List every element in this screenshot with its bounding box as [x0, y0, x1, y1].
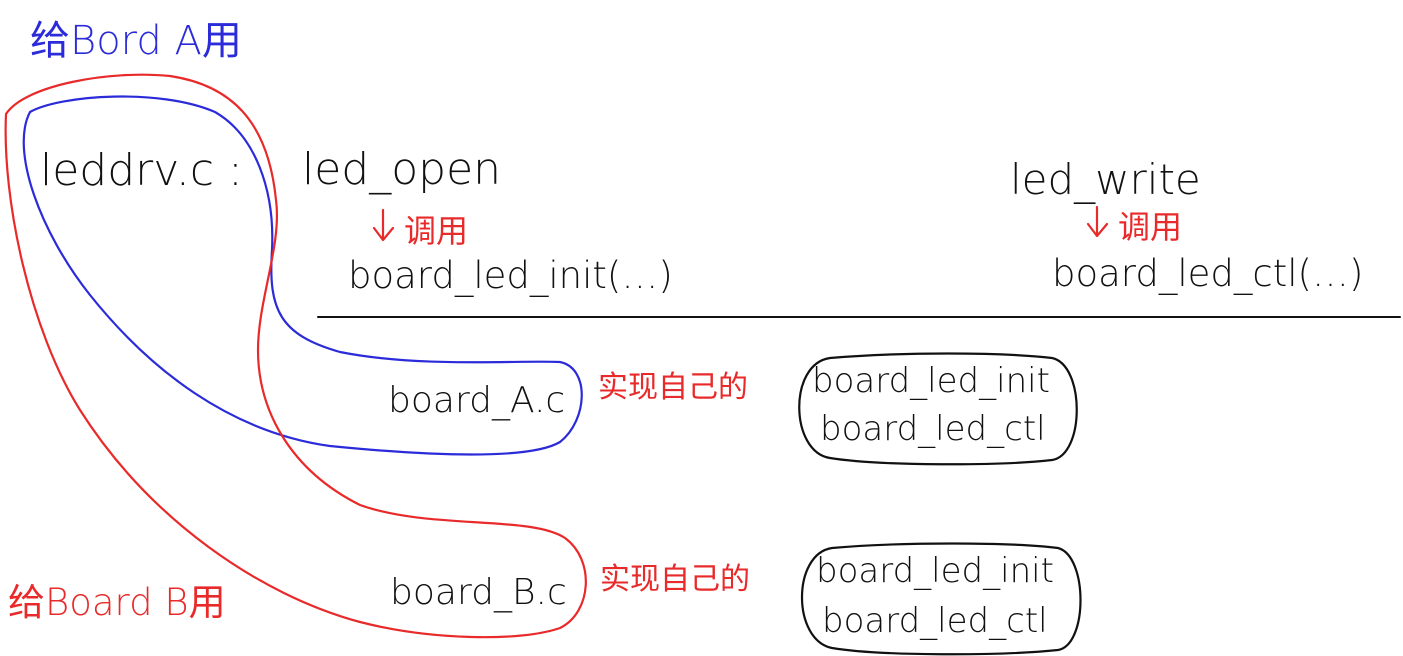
board-a-group-outline	[22, 95, 583, 456]
board-b-group-outline	[4, 73, 587, 639]
impl-box-b	[801, 542, 1082, 656]
led-write-label: led_write	[1010, 155, 1201, 204]
board-led-init-call: board_led_init(…)	[348, 254, 673, 298]
impl-box-a	[798, 352, 1078, 466]
leddrv-file-label: leddrv.c :	[40, 145, 243, 196]
call-arrow-left	[372, 208, 395, 242]
board-b-group-label: 给Board B用	[8, 581, 226, 624]
board-led-ctl-call: board_led_ctl(…)	[1052, 252, 1363, 296]
led-open-label: led_open	[302, 144, 501, 195]
call-arrow-right	[1086, 205, 1109, 238]
board-a-file-label: board_A.c	[388, 380, 565, 421]
board-b-file-label: board_B.c	[390, 572, 567, 613]
impl-b-init: board_led_init	[816, 551, 1054, 591]
impl-a-init: board_led_init	[812, 361, 1050, 401]
implements-label-b: 实现自己的	[600, 562, 750, 597]
impl-a-ctl: board_led_ctl	[820, 409, 1046, 449]
call-label-right: 调用	[1118, 208, 1182, 246]
call-label-left: 调用	[404, 212, 468, 250]
board-a-group-label: 给Bord A用	[30, 18, 242, 64]
implements-label-a: 实现自己的	[598, 370, 748, 405]
impl-b-ctl: board_led_ctl	[822, 601, 1048, 641]
